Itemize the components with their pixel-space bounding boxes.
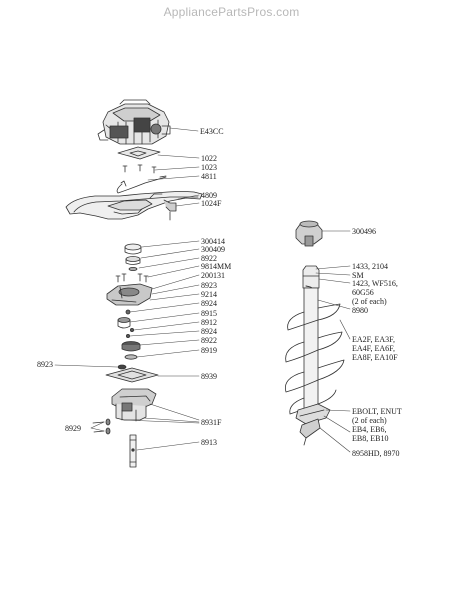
- label-auger-top-a: 1433, 2104: [352, 262, 388, 271]
- gear-stack-illustration: [117, 309, 141, 360]
- throttle-cable-illustration: [116, 175, 167, 194]
- label-engine: E43CC: [200, 127, 224, 136]
- engine-illustration: [97, 99, 171, 145]
- site-watermark: AppliancePartsPros.com: [163, 5, 300, 19]
- label-side-pins: 8929: [65, 424, 81, 433]
- housing-cover-illustration: [105, 367, 159, 383]
- label-point: 8958HD, 8970: [352, 449, 400, 458]
- gearbox-illustration: [111, 388, 157, 422]
- leader-lines: [54, 127, 351, 453]
- label-washer-a: 8922: [201, 254, 217, 263]
- label-bolt-set: 9814MM: [201, 262, 232, 271]
- label-gear-a: 9214: [201, 290, 217, 299]
- gasket-illustration: [117, 146, 161, 160]
- label-flight-c: EA8F, EA10F: [352, 353, 398, 362]
- point-illustration: [299, 418, 321, 446]
- label-auger-top-e: (2 of each): [352, 297, 387, 306]
- label-side-washer: 8923: [37, 360, 53, 369]
- label-cap-b: 300409: [201, 245, 225, 254]
- adapter-illustration: [295, 220, 323, 247]
- label-pin-a: 8912: [201, 318, 217, 327]
- label-gear-c: 8919: [201, 346, 217, 355]
- label-cap-a: 300414: [201, 237, 225, 246]
- auger-flight-illustration: [285, 287, 345, 419]
- label-gasket: 1022: [201, 154, 217, 163]
- handle-illustration: [65, 191, 203, 221]
- label-clutch: 200131: [201, 271, 225, 280]
- side-pins-illustration: [92, 418, 111, 435]
- label-washer-c: 8922: [201, 336, 217, 345]
- clutch-illustration: [106, 283, 153, 306]
- label-gearbox: 8931F: [201, 418, 222, 427]
- label-adapter: 300496: [352, 227, 376, 236]
- label-blade-d: EB8, EB10: [352, 434, 389, 443]
- label-spring: 8980: [352, 306, 368, 315]
- blade-illustration: [295, 403, 331, 425]
- label-blade-b: (2 of each): [352, 416, 387, 425]
- screws-illustration: [122, 164, 157, 174]
- label-output-shaft: 8913: [201, 438, 217, 447]
- label-blade-a: EBOLT, ENUT: [352, 407, 402, 416]
- label-bearing-b: 8924: [201, 327, 217, 336]
- label-blade-c: EB4, EB6,: [352, 425, 387, 434]
- label-handle: 4809: [201, 191, 217, 200]
- label-throttle-cable: 4811: [201, 172, 217, 181]
- label-flight-b: EA4F, EA6F,: [352, 344, 395, 353]
- label-auger-top-b: SM: [352, 271, 364, 280]
- label-handle-grip: 1024F: [201, 199, 222, 208]
- output-shaft-illustration: [129, 434, 137, 468]
- label-auger-top-d: 60G56: [352, 288, 374, 297]
- label-bearing-a: 8924: [201, 299, 217, 308]
- cap-stack-illustration: [124, 243, 142, 271]
- label-housing-cover: 8939: [201, 372, 217, 381]
- label-flight-a: EA2F, EA3F,: [352, 335, 395, 344]
- label-auger-top-c: 1423, WF516,: [352, 279, 398, 288]
- bolt-set-illustration: [115, 273, 149, 283]
- side-washer-illustration: [117, 364, 127, 370]
- label-washer-b: 8923: [201, 281, 217, 290]
- label-gear-b: 8915: [201, 309, 217, 318]
- label-screws: 1023: [201, 163, 217, 172]
